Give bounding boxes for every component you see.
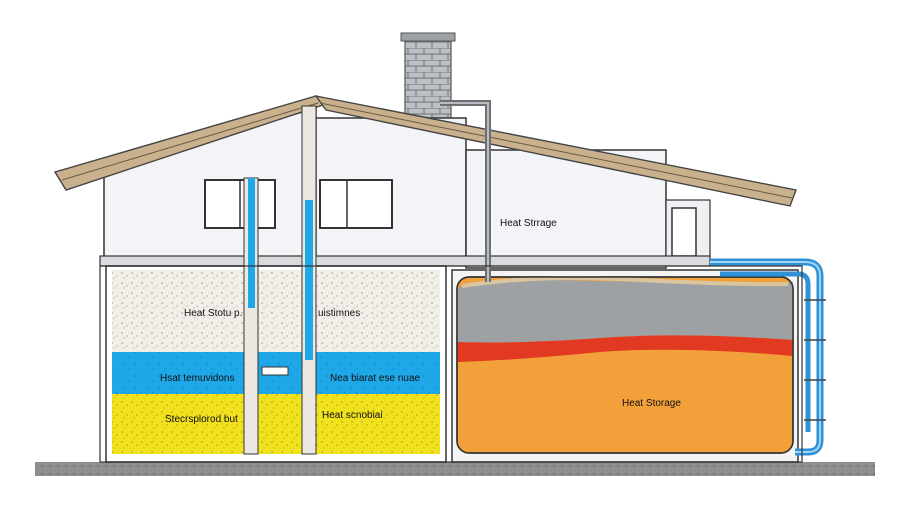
pipe-center-inner xyxy=(305,200,313,360)
gravel-layer xyxy=(112,270,440,352)
flue-pipe-highlight xyxy=(440,102,489,282)
roof-edge-line xyxy=(61,102,319,181)
foundation-outline xyxy=(99,265,803,463)
label-center-yellow: Heat scnobiai xyxy=(322,410,383,421)
blue-pipe-loop-highlight xyxy=(710,261,821,453)
tank-top-crust xyxy=(461,276,789,288)
tank-gray-layer xyxy=(457,279,793,343)
window-annex xyxy=(671,207,697,257)
tank-red-layer xyxy=(457,335,793,362)
blue-pipe-inner xyxy=(720,271,811,432)
pipe-junction-box xyxy=(261,366,289,376)
label-center-blue: Nea biarat ese nuae xyxy=(330,373,421,384)
label-right-tank: Heat Storage xyxy=(622,398,681,409)
label-left-blue: Hsat temuvidons xyxy=(160,373,235,384)
ground-strip xyxy=(35,462,875,476)
label-left-yellow: Stecrsplorod but xyxy=(165,414,238,425)
label-upper-heat-storage: Heat Strrage xyxy=(500,218,557,229)
sand-layer xyxy=(112,394,440,454)
pipe-left-inner xyxy=(248,178,255,308)
tank-outline xyxy=(456,276,794,454)
chimney xyxy=(404,36,452,122)
label-left-top: Heat Stotu p. xyxy=(184,308,243,319)
label-center-top: uistimnes xyxy=(318,308,361,319)
chimney-cap xyxy=(400,32,456,42)
window-center xyxy=(319,179,393,229)
roof-edge-line-right xyxy=(319,102,793,199)
floor-slab xyxy=(99,255,711,267)
